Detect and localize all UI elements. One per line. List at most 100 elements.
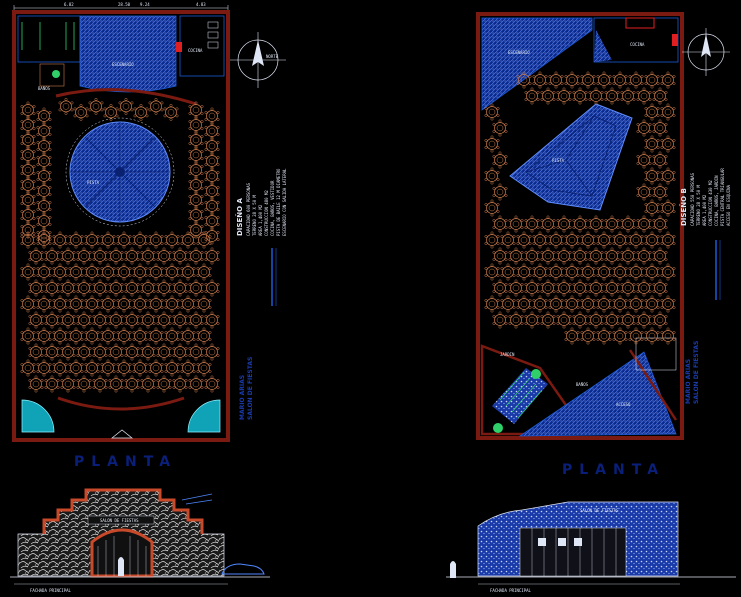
table-icon xyxy=(556,279,572,297)
table-icon xyxy=(148,359,164,377)
table-icon xyxy=(118,97,134,115)
table-icon xyxy=(124,279,140,297)
table-icon xyxy=(132,231,148,249)
table-icon xyxy=(20,116,36,134)
table-icon xyxy=(620,279,636,297)
plant-icon xyxy=(52,70,60,78)
table-icon xyxy=(188,375,204,393)
table-icon xyxy=(580,295,596,313)
table-icon xyxy=(73,103,89,121)
table-icon xyxy=(572,279,588,297)
table-icon xyxy=(156,279,172,297)
table-icon xyxy=(484,167,500,185)
spec-block-a: DISEÑO A CAPACIDAD 600 PERSONAS TERRENO … xyxy=(235,168,287,236)
table-icon xyxy=(68,295,84,313)
spec-b-0: CAPACIDAD 550 PERSONAS xyxy=(690,172,695,226)
table-icon xyxy=(68,327,84,345)
table-icon xyxy=(556,311,572,329)
table-icon xyxy=(156,247,172,265)
plan-a: 28.50 6.82 9.24 4.83 BAÑOS ESCENARIO COC… xyxy=(12,2,230,470)
table-icon xyxy=(660,167,676,185)
table-icon xyxy=(124,311,140,329)
table-icon xyxy=(620,311,636,329)
table-icon xyxy=(548,71,564,89)
table-icon xyxy=(572,311,588,329)
table-icon xyxy=(52,327,68,345)
table-icon xyxy=(103,103,119,121)
table-icon xyxy=(180,295,196,313)
table-icon xyxy=(108,247,124,265)
table-icon xyxy=(572,87,588,105)
table-icon xyxy=(516,295,532,313)
table-icon xyxy=(108,279,124,297)
table-icon xyxy=(92,247,108,265)
table-icon xyxy=(644,295,660,313)
table-icon xyxy=(20,161,36,179)
table-icon xyxy=(580,231,596,249)
table-icon xyxy=(188,279,204,297)
table-icon xyxy=(604,87,620,105)
car-icon xyxy=(221,563,265,575)
table-icon xyxy=(116,263,132,281)
table-icon xyxy=(156,375,172,393)
table-icon xyxy=(164,295,180,313)
table-icon xyxy=(28,311,44,329)
table-icon xyxy=(660,103,676,121)
table-icon xyxy=(588,87,604,105)
table-icon xyxy=(148,327,164,345)
table-icon xyxy=(660,327,676,345)
table-icon xyxy=(84,359,100,377)
table-icon xyxy=(124,343,140,361)
table-icon xyxy=(644,327,660,345)
table-icon xyxy=(620,247,636,265)
table-icon xyxy=(660,295,676,313)
table-icon xyxy=(68,263,84,281)
table-icon xyxy=(148,231,164,249)
table-icon xyxy=(44,375,60,393)
table-icon xyxy=(100,231,116,249)
spec-a-3: CONSTRUCCION 480 M2 xyxy=(264,190,269,236)
table-icon xyxy=(20,146,36,164)
design-b-title: DISEÑO B xyxy=(679,188,688,226)
table-icon xyxy=(60,247,76,265)
table-icon xyxy=(540,87,556,105)
table-icon xyxy=(500,263,516,281)
table-icon xyxy=(52,263,68,281)
table-icon xyxy=(92,375,108,393)
table-icon xyxy=(636,247,652,265)
table-icon xyxy=(60,311,76,329)
table-icon xyxy=(60,343,76,361)
label-cocina-a: COCINA xyxy=(188,48,203,53)
table-icon xyxy=(596,295,612,313)
table-icon xyxy=(140,343,156,361)
table-icon xyxy=(60,279,76,297)
spec-a-1: TERRENO 28 X 50 M xyxy=(252,194,257,236)
table-icon xyxy=(620,87,636,105)
table-icon xyxy=(148,295,164,313)
table-icon xyxy=(204,279,220,297)
table-icon xyxy=(92,311,108,329)
dim-total: 28.50 xyxy=(118,2,131,7)
dance-floor-b xyxy=(509,103,633,211)
table-icon xyxy=(492,311,508,329)
table-icon xyxy=(540,215,556,233)
table-icon xyxy=(36,212,52,230)
table-icon xyxy=(164,327,180,345)
table-icon xyxy=(524,279,540,297)
table-icon xyxy=(108,343,124,361)
table-icon xyxy=(92,343,108,361)
plan-b-title: PLANTA xyxy=(562,462,665,478)
table-icon xyxy=(532,263,548,281)
side-sub-b: MARIO ARIAS xyxy=(685,359,692,404)
label-acceso-b: ACCESO xyxy=(616,402,631,407)
label-banos-b: BAÑOS xyxy=(576,382,589,387)
table-icon xyxy=(612,295,628,313)
table-icon xyxy=(76,247,92,265)
table-icon xyxy=(36,263,52,281)
table-icon xyxy=(636,87,652,105)
table-icon xyxy=(548,231,564,249)
table-icon xyxy=(108,375,124,393)
table-icon xyxy=(500,231,516,249)
table-icon xyxy=(556,247,572,265)
north-arrow-b-icon xyxy=(682,28,730,76)
